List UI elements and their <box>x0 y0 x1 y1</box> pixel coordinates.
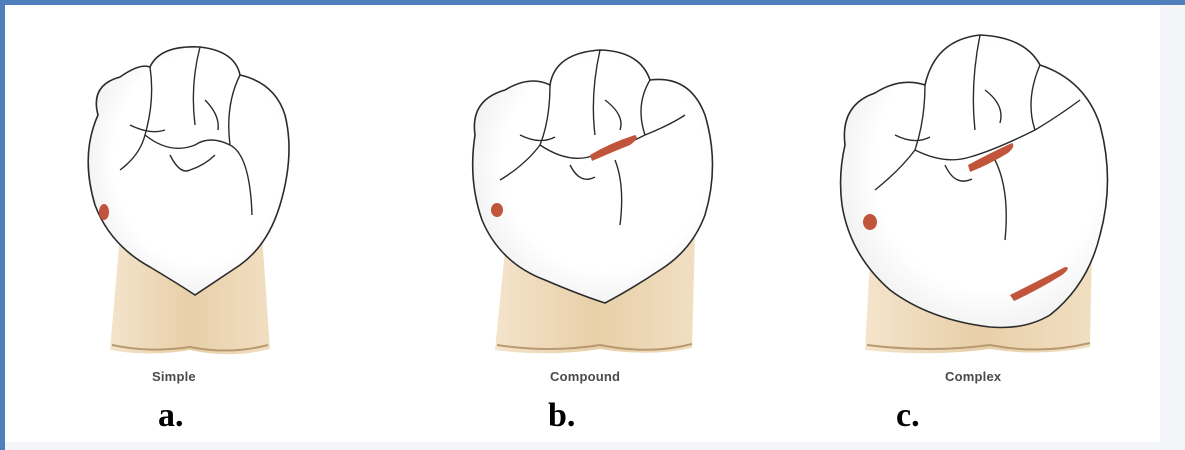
frame-right-margin <box>1160 5 1185 450</box>
panel-simple: Simple a. <box>40 5 400 442</box>
caption-complex: Complex <box>945 369 1001 384</box>
label-a: a. <box>158 397 184 435</box>
label-c: c. <box>896 397 920 435</box>
cavity-buccal <box>491 203 503 217</box>
panel-compound: Compound b. <box>430 5 790 442</box>
cavity-buccal <box>99 204 109 220</box>
tooth-simple-illustration <box>40 5 400 442</box>
frame-bottom-margin <box>5 442 1185 450</box>
panel-complex: Complex c. <box>800 5 1160 442</box>
label-b: b. <box>548 397 575 435</box>
cavity-buccal <box>863 214 877 230</box>
caption-compound: Compound <box>550 369 620 384</box>
caption-simple: Simple <box>152 369 196 384</box>
